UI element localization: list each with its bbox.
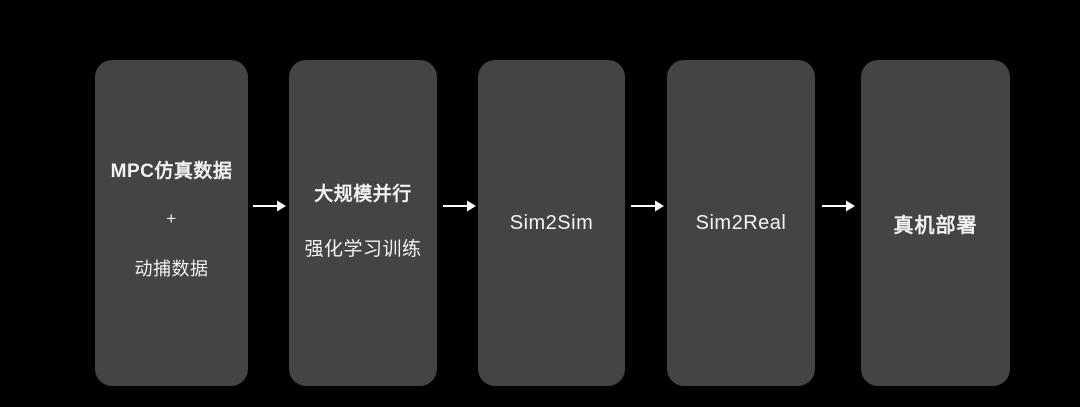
stage-label-group: MPC仿真数据 + 动捕数据 xyxy=(95,156,248,281)
stage-label-group: Sim2Real xyxy=(667,212,815,235)
stage-label-line: 真机部署 xyxy=(893,214,978,237)
stage-label-plus: + xyxy=(166,208,177,228)
stage-label-line: Sim2Real xyxy=(695,211,787,234)
stage-box-sim2real: Sim2Real xyxy=(667,60,815,386)
stage-label-line: 动捕数据 xyxy=(134,258,209,279)
right-arrow-icon xyxy=(443,199,476,213)
stage-box-large-scale-rl: 大规模并行 强化学习训练 xyxy=(289,60,437,386)
stage-label-group: Sim2Sim xyxy=(478,212,625,235)
right-arrow-icon xyxy=(631,199,664,213)
stage-label-group: 大规模并行 强化学习训练 xyxy=(289,179,437,261)
right-arrow-icon xyxy=(822,199,855,213)
stage-label-line: Sim2Sim xyxy=(509,211,594,234)
stage-box-real-robot-deploy: 真机部署 xyxy=(861,60,1010,386)
stage-label-line: 强化学习训练 xyxy=(304,239,422,260)
stage-box-mpc-data: MPC仿真数据 + 动捕数据 xyxy=(95,60,248,386)
stage-label-line: 大规模并行 xyxy=(314,184,412,205)
stage-label-group: 真机部署 xyxy=(861,209,1010,238)
stage-label-line: MPC仿真数据 xyxy=(110,160,233,182)
stage-box-sim2sim: Sim2Sim xyxy=(478,60,625,386)
right-arrow-icon xyxy=(253,199,286,213)
